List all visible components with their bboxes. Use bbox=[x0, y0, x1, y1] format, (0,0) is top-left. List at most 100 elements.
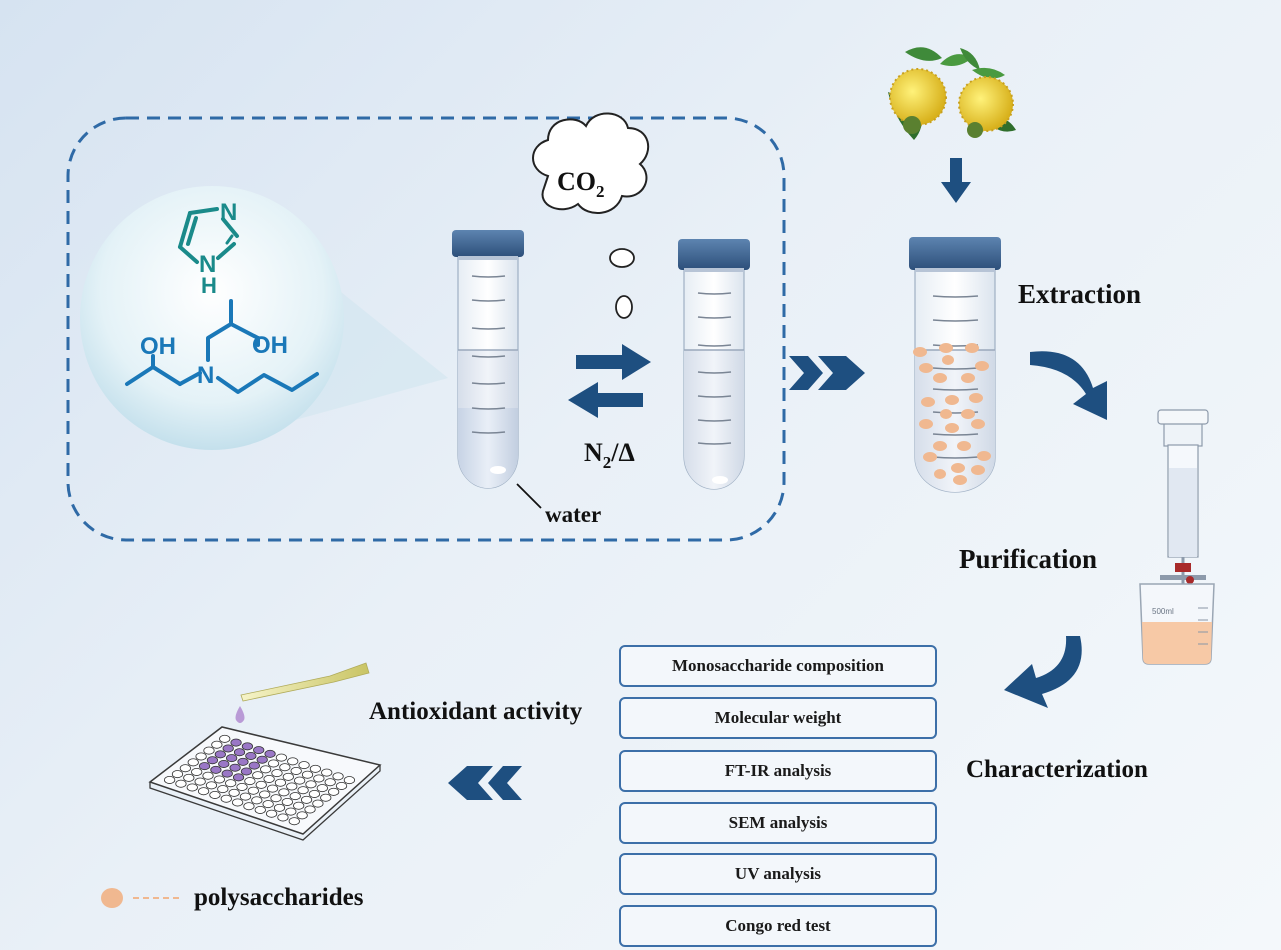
step-characterization: Characterization bbox=[966, 756, 1148, 783]
plate-well bbox=[236, 782, 248, 791]
amine-structure bbox=[125, 299, 319, 394]
plate-well bbox=[304, 805, 316, 814]
plate-well bbox=[232, 773, 245, 782]
plate-well bbox=[245, 751, 257, 760]
imidazole-structure bbox=[178, 207, 239, 264]
plate-well bbox=[202, 771, 214, 780]
plate-well bbox=[175, 779, 187, 788]
plate-well bbox=[183, 773, 195, 782]
plate-well bbox=[324, 778, 336, 787]
plate-well bbox=[243, 802, 255, 811]
plate-well bbox=[289, 792, 301, 801]
beaker bbox=[1139, 583, 1215, 665]
plate-well bbox=[297, 786, 309, 795]
plate-well bbox=[320, 793, 332, 802]
plate-well bbox=[273, 803, 286, 812]
co2-cloud bbox=[532, 112, 649, 215]
n2-heat-label: N2/Δ bbox=[584, 438, 635, 472]
plate-well bbox=[230, 738, 242, 747]
plate-well bbox=[298, 761, 310, 770]
plate-well bbox=[321, 768, 333, 777]
forward-arrow bbox=[576, 344, 651, 380]
plate-well bbox=[241, 742, 253, 751]
plate-well bbox=[164, 775, 176, 784]
double-chevron-left bbox=[448, 766, 522, 800]
amine-n-atom: N bbox=[197, 362, 214, 389]
plate-well bbox=[266, 809, 278, 818]
char-item-ftir: FT-IR analysis bbox=[619, 750, 937, 792]
char-item-congo-red: Congo red test bbox=[619, 905, 937, 947]
plate-well bbox=[274, 778, 287, 787]
plate-well bbox=[308, 789, 321, 798]
plate-well bbox=[256, 755, 268, 764]
tube-water-1 bbox=[452, 230, 542, 509]
plate-well bbox=[254, 805, 266, 814]
reaction-dashed-box bbox=[66, 116, 786, 542]
thought-bubble-small bbox=[615, 295, 633, 319]
plate-well bbox=[285, 807, 297, 816]
plate-well bbox=[171, 770, 184, 779]
structure-circle bbox=[80, 186, 344, 450]
plate-well bbox=[293, 801, 305, 810]
plate-well bbox=[229, 763, 241, 772]
plate-well bbox=[205, 781, 218, 790]
plate-well bbox=[195, 752, 207, 761]
plate-well bbox=[277, 813, 289, 822]
plate-well bbox=[305, 780, 317, 789]
plate-well bbox=[219, 734, 231, 743]
plate-well bbox=[240, 767, 253, 776]
plate-well bbox=[282, 772, 294, 781]
chromatography-column bbox=[1157, 409, 1209, 597]
tube-water-2 bbox=[678, 239, 750, 490]
plate-well bbox=[255, 780, 267, 789]
plate-well bbox=[198, 762, 211, 771]
oh-right-atom: OH bbox=[252, 332, 288, 359]
plate-well bbox=[278, 788, 290, 797]
plate-well bbox=[191, 767, 203, 776]
beaker-volume-label: 500ml bbox=[1152, 607, 1174, 616]
plate-well bbox=[186, 783, 198, 792]
plate-well bbox=[290, 766, 302, 775]
plate-well bbox=[286, 782, 298, 791]
plate-well bbox=[247, 786, 259, 795]
tube-extraction bbox=[909, 237, 1001, 493]
plate-well bbox=[301, 770, 314, 779]
plate-well bbox=[271, 769, 283, 778]
plate-well bbox=[225, 779, 237, 788]
plate-well bbox=[309, 764, 321, 773]
plate-well bbox=[187, 758, 199, 767]
step-purification: Purification bbox=[959, 544, 1097, 574]
well-plate bbox=[148, 726, 382, 841]
plate-well bbox=[312, 799, 324, 808]
char-item-molecular-weight: Molecular weight bbox=[619, 697, 937, 739]
step-extraction: Extraction bbox=[1018, 279, 1141, 309]
plate-well bbox=[260, 765, 272, 774]
plate-well bbox=[217, 785, 229, 794]
down-arrow bbox=[941, 158, 971, 203]
legend-particle-marker bbox=[101, 888, 123, 908]
plate-well bbox=[267, 759, 280, 768]
double-chevron-right bbox=[789, 356, 865, 390]
plate-well bbox=[239, 792, 252, 801]
plate-well bbox=[220, 794, 232, 803]
plate-well bbox=[222, 744, 234, 753]
water-label: water bbox=[545, 502, 601, 527]
plate-well bbox=[206, 756, 219, 765]
plant-flowers bbox=[888, 47, 1016, 140]
plate-well bbox=[218, 759, 230, 768]
reverse-arrow bbox=[568, 382, 643, 418]
plate-well bbox=[264, 749, 276, 758]
step-antioxidant-activity: Antioxidant activity bbox=[369, 698, 583, 725]
plate-well bbox=[328, 787, 340, 796]
plate-well bbox=[296, 811, 308, 820]
plate-well bbox=[332, 772, 344, 781]
plate-well bbox=[179, 764, 191, 773]
plate-well bbox=[248, 761, 260, 770]
plate-well bbox=[263, 774, 275, 783]
plate-well bbox=[251, 796, 263, 805]
plate-well bbox=[209, 790, 221, 799]
plate-well bbox=[335, 781, 348, 790]
plate-well bbox=[343, 776, 355, 785]
plate-well bbox=[213, 775, 225, 784]
